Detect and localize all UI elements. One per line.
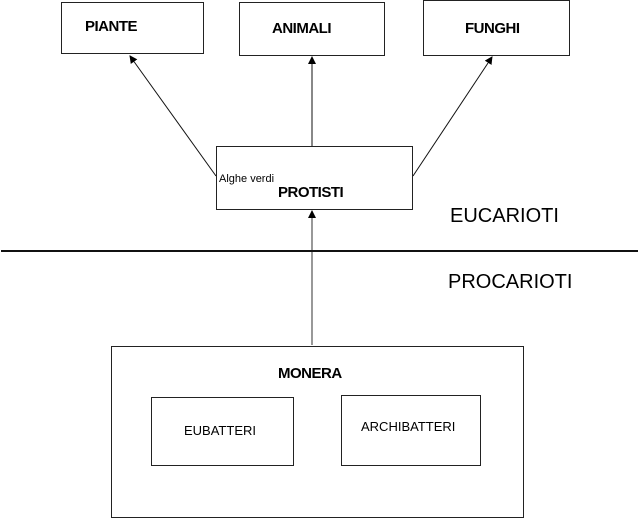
protisti-sublabel: Alghe verdi xyxy=(219,173,275,185)
node-piante: PIANTE xyxy=(61,2,204,54)
arrow-protisti-to-funghi xyxy=(412,56,493,177)
node-protisti: Alghe verdi PROTISTI xyxy=(216,146,413,210)
node-protisti-label: PROTISTI xyxy=(278,184,344,201)
arrow-protisti-to-piante xyxy=(129,55,217,177)
node-eubatteri-label: EUBATTERI xyxy=(184,423,256,438)
node-funghi: FUNGHI xyxy=(423,0,570,56)
node-archibatteri: ARCHIBATTERI xyxy=(341,395,481,466)
node-piante-label: PIANTE xyxy=(85,18,138,35)
node-monera-label: MONERA xyxy=(278,365,342,382)
node-eubatteri: EUBATTERI xyxy=(151,397,294,466)
node-monera: MONERA EUBATTERI ARCHIBATTERI xyxy=(111,346,524,518)
domain-label-procarioti: PROCARIOTI xyxy=(448,271,573,293)
node-funghi-label: FUNGHI xyxy=(465,20,520,37)
node-animali-label: ANIMALI xyxy=(272,20,332,37)
node-archibatteri-label: ARCHIBATTERI xyxy=(361,419,456,434)
node-animali: ANIMALI xyxy=(239,2,385,56)
domain-label-eucarioti: EUCARIOTI xyxy=(450,205,559,227)
